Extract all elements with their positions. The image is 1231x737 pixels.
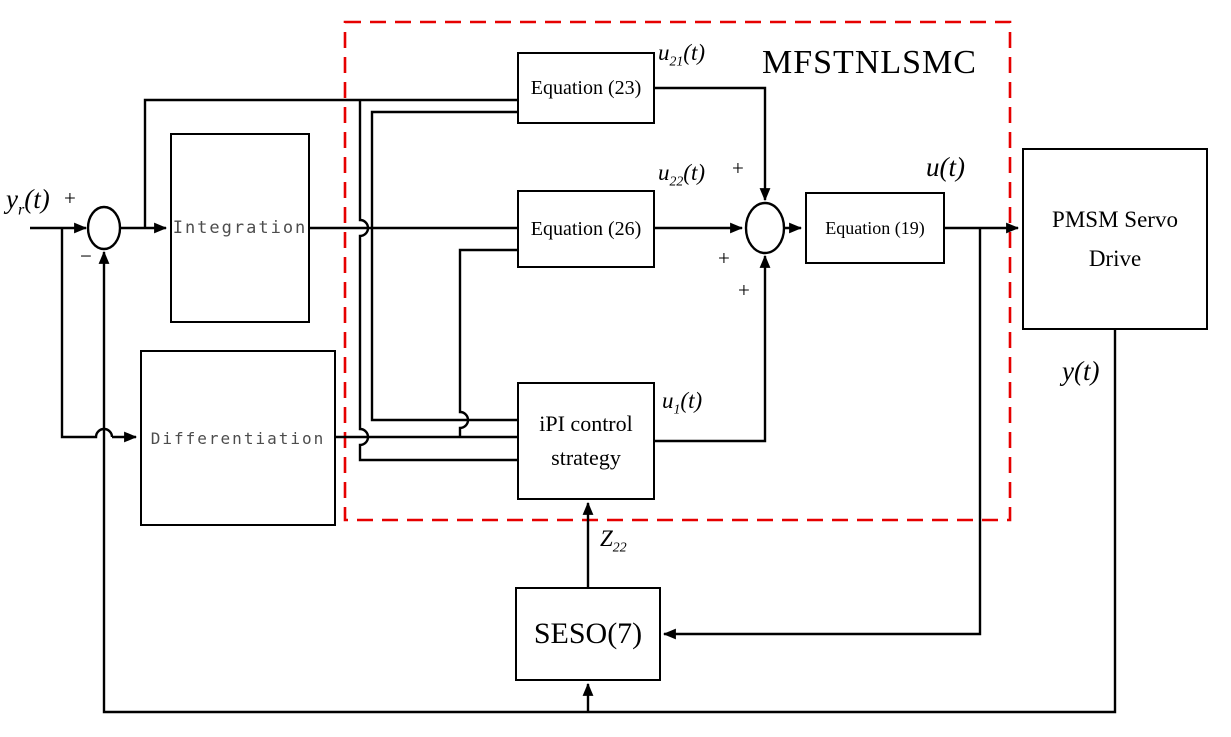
block-ipi-line2: strategy xyxy=(551,445,621,470)
label-yr-base: y xyxy=(6,184,18,214)
signal-wires xyxy=(30,86,1117,714)
label-y: y(t) xyxy=(1062,356,1099,391)
label-u1: u1(t) xyxy=(662,388,702,418)
s2-plus-bottom-sign: + xyxy=(738,278,750,302)
wire-integration-to-eq23 xyxy=(370,110,517,228)
block-equation-19: Equation (19) xyxy=(805,192,945,264)
label-z22-sub: 22 xyxy=(612,539,627,555)
wire-ipi-to-sum xyxy=(655,254,771,443)
wire-error-to-ipi xyxy=(358,100,517,462)
label-yr-sub: r xyxy=(17,200,25,219)
label-u-paren: (t) xyxy=(939,152,965,182)
block-equation-26: Equation (26) xyxy=(517,190,655,268)
block-ipi-line1: iPI control xyxy=(539,410,633,436)
block-pmsm-text: PMSM Servo Drive xyxy=(1052,200,1178,278)
label-yr-paren: (t) xyxy=(24,184,50,214)
wire-diff-to-eq26 xyxy=(458,248,517,437)
label-mfstnlsmc: MFSTNLSMC xyxy=(762,44,977,81)
label-u22-sub: 22 xyxy=(669,173,684,189)
wire-eq23-to-sum xyxy=(655,86,771,202)
wire-integration-to-ipi xyxy=(370,228,517,422)
label-u-base: u xyxy=(926,152,940,182)
label-y-base: y xyxy=(1062,356,1074,386)
label-z22-base: Z xyxy=(600,526,613,551)
label-u22: u22(t) xyxy=(658,160,705,190)
s1-plus-sign: + xyxy=(64,186,76,210)
label-u: u(t) xyxy=(926,152,965,187)
s2-plus-top-sign: + xyxy=(732,156,744,180)
block-seso: SESO(7) xyxy=(515,587,661,681)
block-differentiation: Differentiation xyxy=(140,350,336,526)
label-u21-paren: (t) xyxy=(683,40,706,65)
label-u22-paren: (t) xyxy=(683,160,706,185)
s1-minus-sign: − xyxy=(80,244,92,268)
block-pmsm-servo-drive: PMSM Servo Drive xyxy=(1022,148,1208,330)
summing-junction-input xyxy=(86,205,122,251)
block-integration-label: Integration xyxy=(172,218,308,238)
block-pmsm-line2: Drive xyxy=(1088,246,1142,271)
label-u22-base: u xyxy=(658,160,670,185)
label-u21-sub: 21 xyxy=(669,53,684,69)
block-equation-19-label: Equation (19) xyxy=(825,217,925,238)
s2-plus-left-sign: + xyxy=(718,246,730,270)
block-pmsm-line1: PMSM Servo xyxy=(1052,206,1178,232)
summing-junction-control xyxy=(744,201,786,255)
label-u21: u21(t) xyxy=(658,40,705,70)
label-u21-base: u xyxy=(658,40,670,65)
block-seso-label: SESO(7) xyxy=(533,617,643,650)
label-yr: yr(t) xyxy=(6,184,50,219)
block-equation-23-label: Equation (23) xyxy=(530,76,642,99)
block-differentiation-label: Differentiation xyxy=(150,428,326,448)
label-y-paren: (t) xyxy=(1073,356,1100,386)
block-equation-23: Equation (23) xyxy=(517,52,655,124)
block-ipi-control-text: iPI control strategy xyxy=(539,407,633,475)
label-u1-sub: 1 xyxy=(673,401,681,417)
label-z22: Z22 xyxy=(600,526,627,556)
summing-junctions xyxy=(86,201,786,255)
label-u1-base: u xyxy=(662,388,674,413)
block-ipi-control: iPI control strategy xyxy=(517,382,655,500)
wire-yr-branch-to-diff xyxy=(60,228,114,439)
block-integration: Integration xyxy=(170,133,310,323)
label-u1-paren: (t) xyxy=(680,388,703,413)
mfstnlsmc-boundary-box xyxy=(343,20,1012,522)
block-equation-26-label: Equation (26) xyxy=(530,217,642,240)
wire-error-top-bus xyxy=(143,98,517,228)
wire-u-to-seso xyxy=(662,228,982,640)
wire-feedback-to-s1 xyxy=(98,250,1117,714)
